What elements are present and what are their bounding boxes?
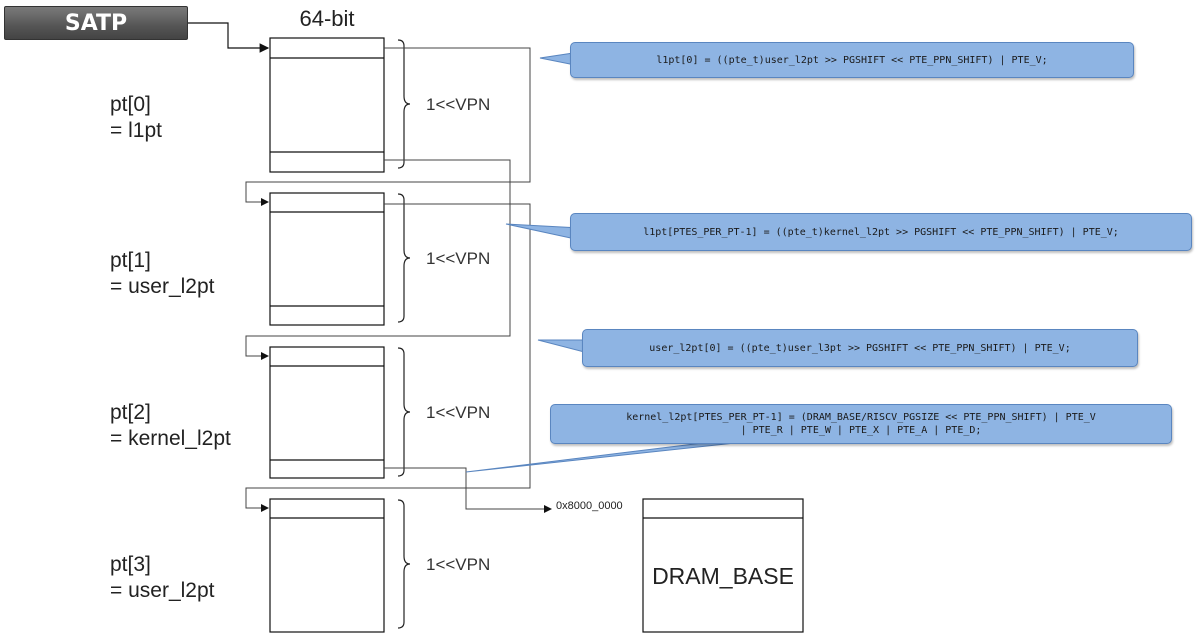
- table-index: pt[0]: [110, 93, 151, 116]
- table-index: pt[2]: [110, 401, 151, 424]
- page-table-pt0: [269, 37, 385, 173]
- table-alias: = kernel_l2pt: [110, 427, 231, 450]
- callout-l1pt-0: l1pt[0] = ((pte_t)user_l2pt >> PGSHIFT <…: [570, 42, 1134, 78]
- table-index: pt[3]: [110, 553, 151, 576]
- satp-label: SATP: [64, 10, 128, 36]
- dram-box: [642, 498, 804, 633]
- callout-kernel-l2pt-last: kernel_l2pt[PTES_PER_PT-1] = (DRAM_BASE/…: [550, 404, 1172, 444]
- callout-l1pt-last: l1pt[PTES_PER_PT-1] = ((pte_t)kernel_l2p…: [570, 213, 1192, 251]
- table-alias: = l1pt: [110, 119, 162, 142]
- table-label-pt2: pt[2] = kernel_l2pt: [110, 400, 231, 452]
- size-label-pt1: 1<<VPN: [426, 249, 491, 268]
- dram-address: 0x8000_0000: [556, 500, 623, 512]
- table-alias: = user_l2pt: [110, 579, 215, 602]
- table-label-pt0: pt[0] = l1pt: [110, 92, 162, 144]
- size-label-pt3: 1<<VPN: [426, 555, 491, 574]
- entry-width-label: 64-bit: [299, 6, 355, 31]
- page-table-pt1: [269, 192, 385, 326]
- satp-register: SATP: [4, 6, 188, 40]
- size-label-pt0: 1<<VPN: [426, 95, 491, 114]
- table-index: pt[1]: [110, 249, 151, 272]
- table-alias: = user_l2pt: [110, 275, 215, 298]
- table-label-pt3: pt[3] = user_l2pt: [110, 552, 215, 604]
- page-table-pt3: [269, 498, 385, 633]
- table-label-pt1: pt[1] = user_l2pt: [110, 248, 215, 300]
- callout-user-l2pt-0: user_l2pt[0] = ((pte_t)user_l3pt >> PGSH…: [582, 329, 1138, 367]
- page-table-pt2: [269, 346, 385, 479]
- size-braces: [397, 39, 411, 629]
- size-label-pt2: 1<<VPN: [426, 403, 491, 422]
- dram-label: DRAM_BASE: [652, 562, 794, 589]
